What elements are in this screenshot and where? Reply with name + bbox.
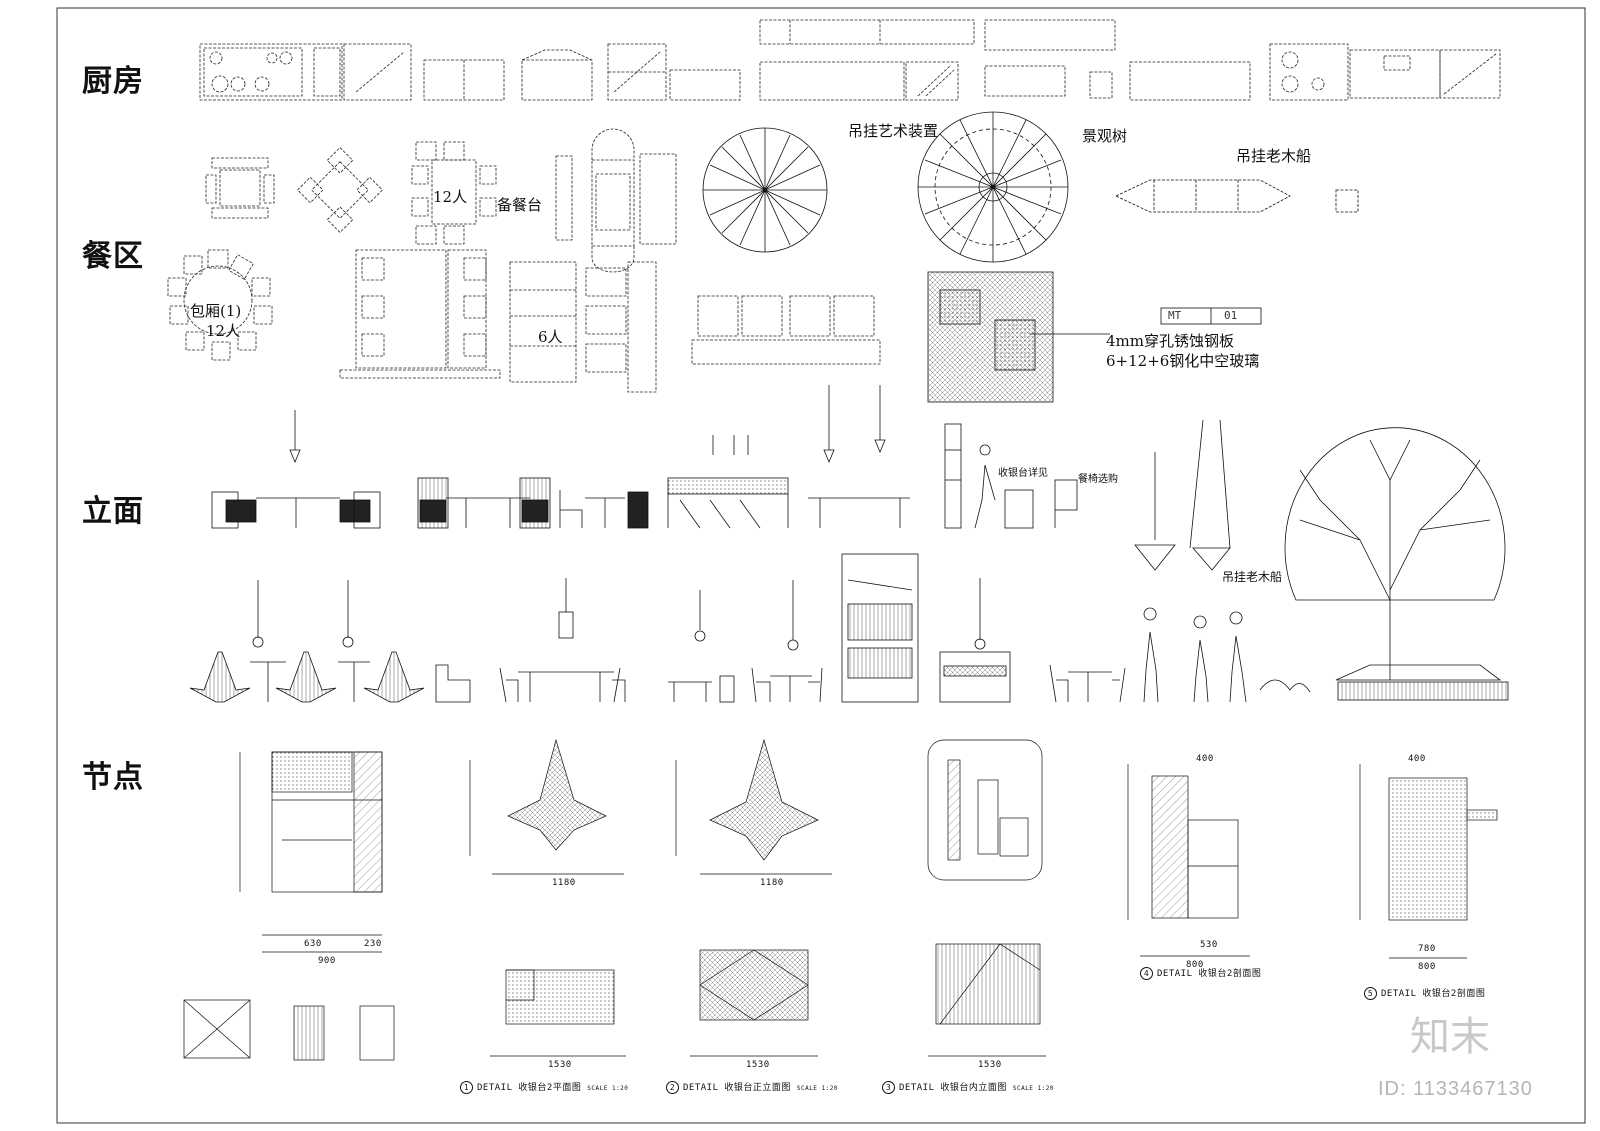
dim-400-b: 400 [1408,754,1426,764]
perforated-panel [927,271,1262,403]
hanging-boat-elev-label: 吊挂老木船 [1222,570,1283,584]
dim-1530-b: 1530 [746,1060,770,1070]
dining-chair-label: 餐椅选购 [1078,474,1118,485]
dim-530: 530 [1200,940,1218,950]
private-room-people: 12人 [206,322,241,340]
dim-1180-b: 1180 [760,878,784,888]
mt-code: MT [1168,309,1182,322]
sheet-border [56,7,1586,1124]
section-dining: 餐区 [82,239,144,274]
dim-400-a: 400 [1196,754,1214,764]
elevation-stars [189,553,1311,703]
hanging-boat-plan [1115,179,1359,213]
private-room-label: 包厢(1) [190,302,242,320]
table-6-label: 6人 [538,328,563,346]
dim-230: 230 [364,939,382,949]
elevation-booths [211,385,1231,571]
dim-630: 630 [304,939,322,949]
steel-plate-label: 4mm穿孔锈蚀钢板 [1106,332,1234,350]
section-node: 节点 [82,760,144,795]
hanging-boat-label: 吊挂老木船 [1236,147,1312,165]
table-12-label: 12人 [433,188,468,206]
glass-label: 6+12+6钢化中空玻璃 [1106,352,1260,370]
watermark-id: ID: 1133467130 [1378,1078,1533,1100]
hanging-art-plan [702,127,828,253]
detail-drawings [183,738,1498,1061]
dim-1180-a: 1180 [552,878,576,888]
section-elevation: 立面 [82,494,144,529]
dim-900: 900 [318,956,336,966]
hanging-art-label: 吊挂艺术装置 [848,122,939,140]
section-kitchen: 厨房 [82,64,144,99]
tree-elevation [1284,427,1509,701]
cashier-detail-label: 收银台详见 [998,468,1048,479]
dim-1530-c: 1530 [978,1060,1002,1070]
landscape-tree-label: 景观树 [1082,127,1128,145]
mt-number: 01 [1224,309,1238,322]
dim-800-b: 800 [1418,962,1436,972]
landscape-tree-plan [917,111,1069,263]
dim-1530-a: 1530 [548,1060,572,1070]
round-table-chairs [167,249,273,361]
dining-layouts [183,128,881,393]
serving-table-label: 备餐台 [497,196,543,214]
kitchen-equipment [199,19,1501,101]
watermark-logo: 知末 [1410,1014,1490,1060]
dim-800-a: 800 [1186,960,1204,970]
dim-780: 780 [1418,944,1436,954]
